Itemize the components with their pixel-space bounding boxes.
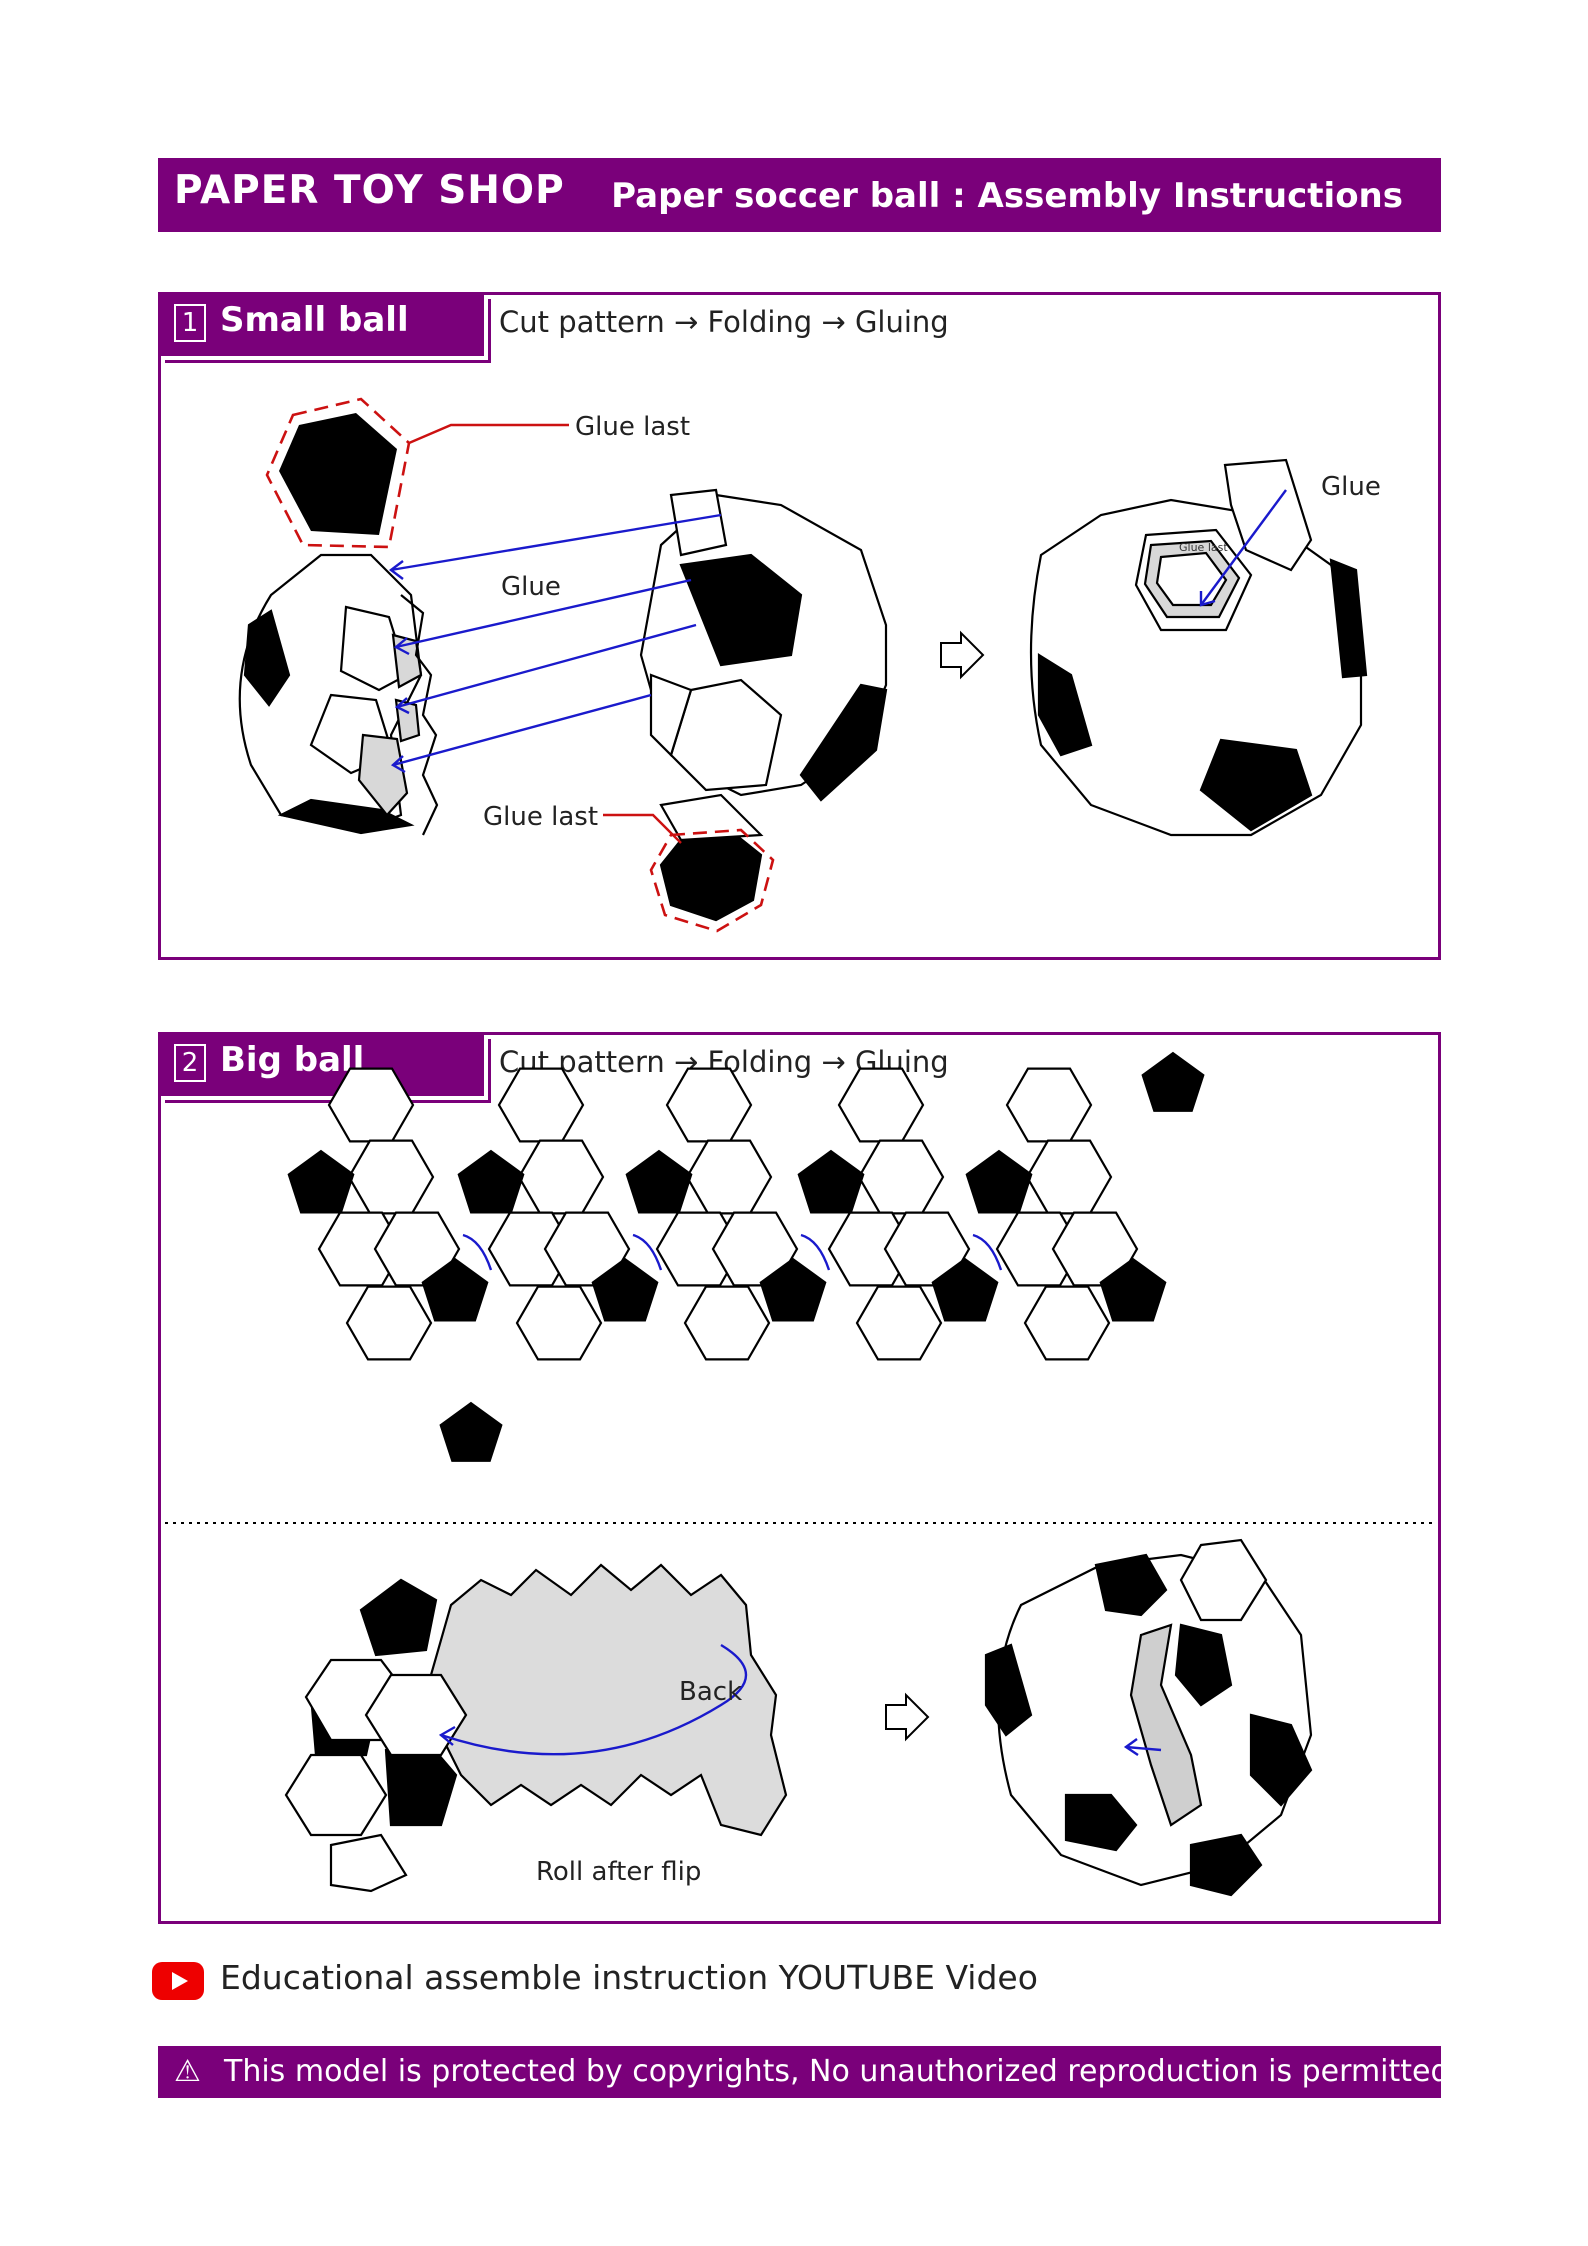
section-number: 2 — [174, 1044, 206, 1082]
pentagon-panel — [591, 1257, 659, 1322]
hexagon-panel — [515, 1285, 603, 1361]
small-ball-diagram: Glue last Glue last Glue — [238, 397, 1381, 933]
warning-icon: ⚠ — [174, 2054, 201, 2089]
strip-join-arrow — [462, 1233, 493, 1271]
label-glue-middle: Glue — [501, 572, 561, 602]
hexagon-panel — [855, 1285, 943, 1361]
pentagon-panel — [457, 1149, 525, 1214]
label-roll: Roll after flip — [536, 1857, 701, 1887]
hexagon-panel — [347, 1139, 435, 1215]
hexagon-panel — [827, 1211, 915, 1287]
label-glue-last-top: Glue last — [575, 412, 690, 442]
big-ball-diagram: Back Roll after flip — [165, 1051, 1434, 1897]
pentagon-panel — [931, 1257, 999, 1322]
hollow-arrow-icon — [940, 630, 985, 680]
glue-arrow-right — [1200, 489, 1287, 606]
document-title: Paper soccer ball : Assembly Instruction… — [611, 176, 1403, 216]
section-name: Small ball — [220, 300, 409, 340]
section-big-ball: 2 Big ball Cut pattern → Folding → Gluin… — [158, 1032, 1441, 1924]
label-tab-glue-last: Glue last — [1179, 541, 1228, 554]
back-arrow — [440, 1643, 748, 1756]
strip-join-arrow — [632, 1233, 663, 1271]
section-name: Big ball — [220, 1040, 365, 1080]
hexagon-panel — [497, 1067, 585, 1143]
hexagon-panel — [995, 1211, 1083, 1287]
hollow-arrow-icon — [885, 1692, 930, 1742]
video-link-text: Educational assemble instruction YOUTUBE… — [220, 1958, 1038, 1997]
rolled-ball — [984, 1538, 1313, 1897]
hexagon-panel — [837, 1067, 925, 1143]
hexagon-panel — [857, 1139, 945, 1215]
youtube-icon — [152, 1962, 204, 2000]
header-bar: PAPER TOY SHOP Paper soccer ball : Assem… — [158, 158, 1441, 232]
pentagon-panel — [1141, 1051, 1205, 1112]
pentagon-panel — [625, 1149, 693, 1214]
brand-name: PAPER TOY SHOP — [174, 168, 565, 213]
copyright-text: This model is protected by copyrights, N… — [224, 2054, 1460, 2089]
glue-arrow-rolled — [1125, 1745, 1162, 1752]
strip-join-arrow — [972, 1233, 1003, 1271]
label-back: Back — [679, 1677, 742, 1707]
flat-strip-back — [284, 1563, 788, 1893]
hexagon-panel — [487, 1211, 575, 1287]
left-half-ball — [238, 553, 439, 836]
pentagon-top-glue-last — [265, 397, 569, 549]
section-number: 1 — [174, 304, 206, 342]
pentagon-panel — [1099, 1257, 1167, 1322]
hexagon-panel — [665, 1067, 753, 1143]
pentagon-panel — [287, 1149, 355, 1214]
hexagon-panel — [683, 1285, 771, 1361]
hexagon-panel — [1025, 1139, 1113, 1215]
steps-text: Cut pattern → Folding → Gluing — [499, 305, 949, 339]
pentagon-panel — [759, 1257, 827, 1322]
glue-arrows — [389, 513, 722, 774]
pentagon-panel — [965, 1149, 1033, 1214]
label-glue-right: Glue — [1321, 472, 1381, 502]
pentagon-bottom-dashed-outline — [649, 828, 775, 933]
red-leader-line — [603, 813, 682, 844]
center-ball — [639, 488, 888, 922]
hexagon-panel — [317, 1211, 405, 1287]
hexagon-panel — [655, 1211, 743, 1287]
hexagon-panel — [1005, 1067, 1093, 1143]
pentagon-panel — [797, 1149, 865, 1214]
copyright-bar: ⚠ This model is protected by copyrights,… — [158, 2046, 1459, 2098]
hexagon-panel — [345, 1285, 433, 1361]
label-glue-last-bottom: Glue last — [483, 802, 598, 832]
pentagon-panel — [439, 1401, 503, 1462]
section-small-ball: 1 Small ball Cut pattern → Folding → Glu… — [158, 292, 1441, 960]
hexagon-panel — [517, 1139, 605, 1215]
hexagon-panel — [327, 1067, 415, 1143]
section-tab: 2 Big ball — [158, 1032, 484, 1096]
right-assembled-ball — [1029, 458, 1368, 837]
hexagon-strips — [287, 1051, 1205, 1462]
hexagon-panel — [1023, 1285, 1111, 1361]
section-tab: 1 Small ball — [158, 292, 484, 356]
hexagon-panel — [685, 1139, 773, 1215]
pentagon-panel — [421, 1257, 489, 1322]
strip-join-arrow — [800, 1233, 831, 1271]
